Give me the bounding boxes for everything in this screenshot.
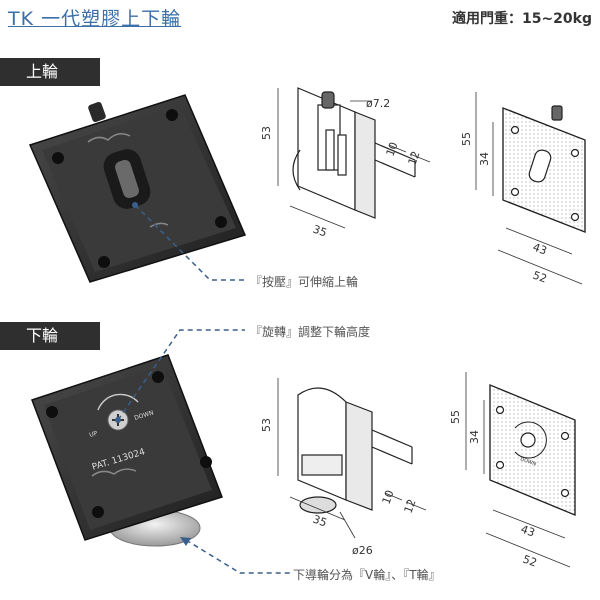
dim-top-plate-height: 55 xyxy=(460,132,473,146)
screw-hole xyxy=(46,406,58,418)
screw-hole xyxy=(92,506,104,518)
top-wheel-photo xyxy=(28,94,247,283)
bottom-front-dimensions xyxy=(465,372,571,568)
dim-bottom-hole-span-h: 43 xyxy=(519,523,537,540)
callout-press: 『按壓』可伸縮上輪 xyxy=(250,275,359,289)
screw-hole xyxy=(200,456,212,468)
dim-bottom-width: 35 xyxy=(311,513,329,530)
dim-bottom-plate-height: 55 xyxy=(449,410,462,424)
screw-hole xyxy=(166,109,178,121)
bottom-wheel-side-drawing xyxy=(297,387,413,514)
callout-line-press xyxy=(132,202,245,281)
dim-top-12: 12 xyxy=(406,149,423,167)
bottom-wheel-front-drawing: DOWN xyxy=(489,384,576,516)
dim-bottom-height: 53 xyxy=(260,418,273,432)
screw-hole xyxy=(98,256,110,268)
dim-bottom-wheel-dia: ø26 xyxy=(352,544,373,557)
dim-top-hole-span-v: 34 xyxy=(478,152,491,166)
dim-top-plate-width: 52 xyxy=(531,269,549,286)
screw-hole xyxy=(152,371,164,383)
logo-mark xyxy=(87,133,131,143)
dim-top-10: 10 xyxy=(384,140,401,158)
top-wheel-front-drawing xyxy=(502,105,586,233)
dim-bottom-12: 12 xyxy=(402,497,419,515)
section-tag-top-wheel: 上輪 xyxy=(0,58,100,86)
dim-bottom-hole-span-v: 34 xyxy=(468,430,481,444)
top-wheel-side-drawing xyxy=(292,87,416,219)
bottom-side-dimensions xyxy=(277,378,427,539)
bottom-wheel-photo: PAT. 113024 UP DOWN xyxy=(31,354,223,547)
up-mark: UP xyxy=(89,430,99,439)
screw-hole xyxy=(52,152,64,164)
page-title: TK 一代塑膠上下輪 xyxy=(8,8,182,30)
section-tag-bottom-wheel: 下輪 xyxy=(0,322,100,350)
dim-top-hole-span-h: 43 xyxy=(531,241,549,258)
top-front-dimensions xyxy=(475,92,583,285)
callout-wheel-types: 下導輪分為『V輪』、『T輪』 xyxy=(293,568,441,582)
callout-line-wheel-types xyxy=(180,537,290,574)
callout-rotate: 『旋轉』調整下輪高度 xyxy=(250,325,371,339)
dim-bottom-plate-width: 52 xyxy=(521,553,539,570)
down-mark-drawing: DOWN xyxy=(519,456,537,467)
dim-top-width: 35 xyxy=(311,223,329,240)
dim-top-pin-dia: ø7.2 xyxy=(366,97,390,110)
callout-line-rotate xyxy=(115,329,245,423)
dim-top-height: 53 xyxy=(260,126,273,140)
dim-bottom-10: 10 xyxy=(380,488,397,506)
door-weight-spec: 適用門重：15~20kg xyxy=(451,11,592,27)
screw-hole xyxy=(215,216,227,228)
top-side-dimensions xyxy=(277,88,431,229)
